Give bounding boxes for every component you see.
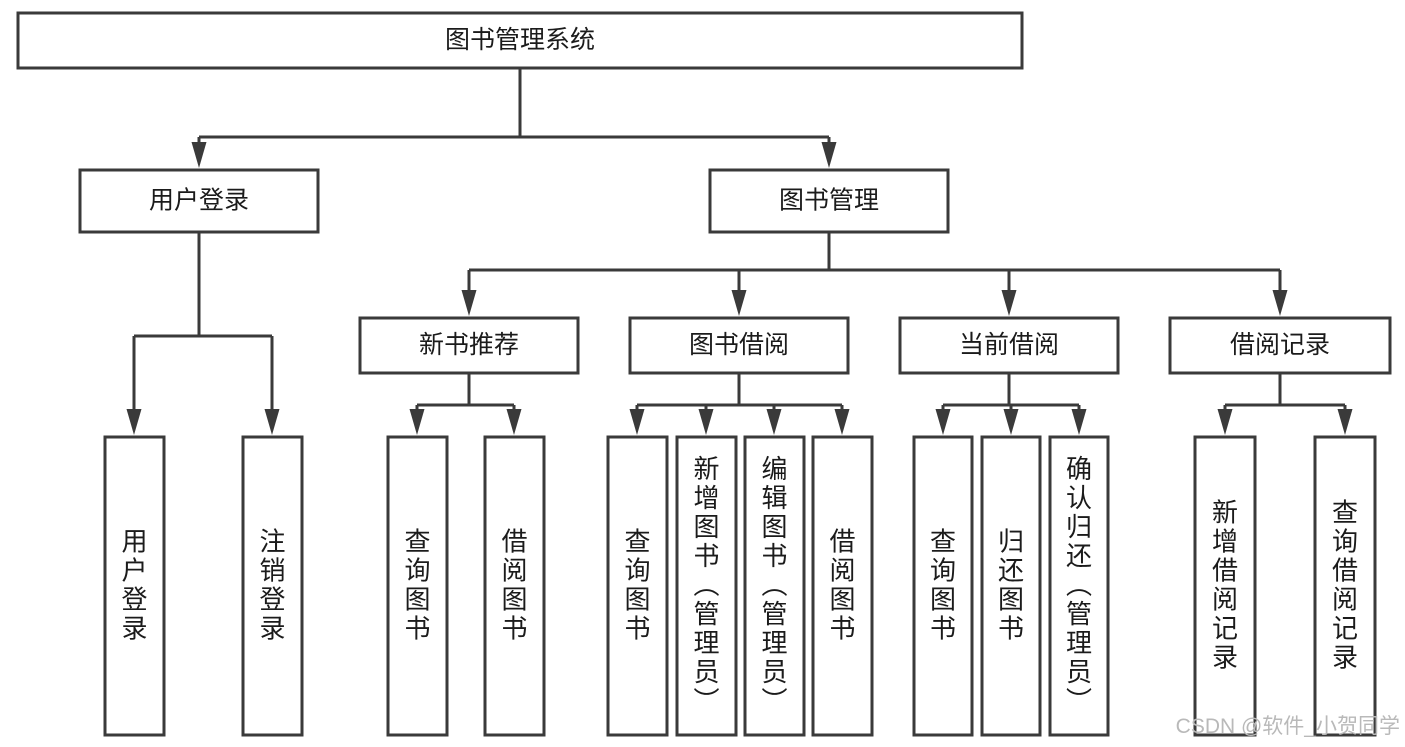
- node-label-leaf-borrow-book: 借阅图书: [829, 527, 855, 644]
- connector-arrow-br-to-leaf1: [1217, 405, 1233, 435]
- node-label-leaf-query-book-current: 查询图书: [930, 527, 956, 644]
- node-label-leaf-confirm-return-admin: 确认归还︵管理员︶: [1066, 454, 1092, 716]
- node-box-leaf-add-book-admin[interactable]: [675, 435, 738, 737]
- node-label-new-book-recommend: 新书推荐: [419, 331, 519, 359]
- node-leaf-add-borrow-record[interactable]: 新增借阅记录: [1193, 435, 1257, 737]
- node-root[interactable]: 图书管理系统: [16, 11, 1024, 70]
- node-leaf-edit-book-admin[interactable]: 编辑图书︵管理员︶: [743, 435, 806, 737]
- node-box-leaf-return-book[interactable]: [980, 435, 1042, 737]
- node-borrow-record[interactable]: 借阅记录: [1168, 316, 1392, 375]
- connector-arrow-br-to-leaf2: [1337, 405, 1353, 435]
- node-label-current-borrow: 当前借阅: [959, 331, 1059, 359]
- node-label-root: 图书管理系统: [445, 26, 595, 54]
- connector-arrow-bb-to-leaf4: [834, 405, 850, 435]
- nodes-layer: 图书管理系统用户登录图书管理新书推荐图书借阅当前借阅借阅记录用户登录注销登录查询…: [16, 11, 1392, 737]
- connector-arrow-bb-to-leaf1: [629, 405, 645, 435]
- watermark-label: CSDN @软件_小贺同学: [1176, 715, 1400, 738]
- node-box-root[interactable]: [16, 11, 1024, 70]
- node-label-leaf-user-logout: 注销登录: [259, 527, 285, 644]
- connector-arrow-cb-to-leaf3: [1071, 405, 1087, 435]
- node-box-book-borrow[interactable]: [628, 316, 850, 375]
- node-book-manage[interactable]: 图书管理: [708, 168, 950, 234]
- node-current-borrow[interactable]: 当前借阅: [898, 316, 1120, 375]
- node-box-current-borrow[interactable]: [898, 316, 1120, 375]
- node-label-leaf-query-book-borrow: 查询图书: [624, 527, 650, 644]
- node-box-borrow-record[interactable]: [1168, 316, 1392, 375]
- connector-arrow-cb-to-leaf2: [1003, 405, 1019, 435]
- connectors-layer: [126, 68, 1353, 435]
- node-new-book-recommend[interactable]: 新书推荐: [358, 316, 580, 375]
- node-label-user-login: 用户登录: [149, 187, 249, 215]
- node-label-book-manage: 图书管理: [779, 187, 879, 215]
- node-box-leaf-query-borrow-record[interactable]: [1313, 435, 1377, 737]
- node-label-leaf-query-borrow-record: 查询借阅记录: [1332, 498, 1358, 673]
- node-leaf-user-logout[interactable]: 注销登录: [241, 435, 304, 737]
- connector-arrow-ul-to-leaf2: [264, 336, 280, 435]
- node-leaf-borrow-book-recommend[interactable]: 借阅图书: [483, 435, 546, 737]
- connector-arrow-bm-to-record: [1272, 270, 1288, 316]
- node-label-borrow-record: 借阅记录: [1230, 331, 1330, 359]
- node-leaf-query-borrow-record[interactable]: 查询借阅记录: [1313, 435, 1377, 737]
- node-box-user-login[interactable]: [78, 168, 320, 234]
- node-leaf-return-book[interactable]: 归还图书: [980, 435, 1042, 737]
- node-label-leaf-user-login: 用户登录: [121, 527, 147, 644]
- node-label-leaf-add-borrow-record: 新增借阅记录: [1212, 498, 1238, 673]
- node-user-login[interactable]: 用户登录: [78, 168, 320, 234]
- connector-arrow-root-to-book-manage: [821, 137, 837, 168]
- node-label-leaf-return-book: 归还图书: [998, 527, 1024, 644]
- connector-arrow-rc-to-leaf1: [409, 405, 425, 435]
- node-leaf-query-book-borrow[interactable]: 查询图书: [606, 435, 669, 737]
- node-box-leaf-query-book-current[interactable]: [912, 435, 974, 737]
- node-book-borrow[interactable]: 图书借阅: [628, 316, 850, 375]
- node-box-leaf-user-logout[interactable]: [241, 435, 304, 737]
- node-leaf-query-book-current[interactable]: 查询图书: [912, 435, 974, 737]
- node-leaf-user-login[interactable]: 用户登录: [103, 435, 166, 737]
- node-label-leaf-edit-book-admin: 编辑图书︵管理员︶: [761, 454, 787, 716]
- node-label-book-borrow: 图书借阅: [689, 331, 789, 359]
- connector-arrow-ul-to-leaf1: [126, 336, 142, 435]
- node-box-leaf-borrow-book-recommend[interactable]: [483, 435, 546, 737]
- connector-arrow-bm-to-borrow: [731, 270, 747, 316]
- node-box-leaf-confirm-return-admin[interactable]: [1048, 435, 1110, 737]
- node-box-leaf-add-borrow-record[interactable]: [1193, 435, 1257, 737]
- connector-arrow-rc-to-leaf2: [506, 405, 522, 435]
- node-label-leaf-query-book-recommend: 查询图书: [404, 527, 430, 644]
- node-leaf-confirm-return-admin[interactable]: 确认归还︵管理员︶: [1048, 435, 1110, 737]
- node-leaf-borrow-book[interactable]: 借阅图书: [811, 435, 874, 737]
- connector-arrow-root-to-user-login: [191, 137, 207, 168]
- node-box-leaf-query-book-recommend[interactable]: [386, 435, 449, 737]
- node-box-book-manage[interactable]: [708, 168, 950, 234]
- connector-arrow-bm-to-recommend: [461, 270, 477, 316]
- node-box-leaf-query-book-borrow[interactable]: [606, 435, 669, 737]
- node-label-leaf-add-book-admin: 新增图书︵管理员︶: [693, 454, 719, 716]
- node-leaf-add-book-admin[interactable]: 新增图书︵管理员︶: [675, 435, 738, 737]
- connector-arrow-bb-to-leaf3: [766, 405, 782, 435]
- node-box-leaf-edit-book-admin[interactable]: [743, 435, 806, 737]
- node-box-leaf-borrow-book[interactable]: [811, 435, 874, 737]
- node-label-leaf-borrow-book-recommend: 借阅图书: [501, 527, 527, 644]
- node-box-leaf-user-login[interactable]: [103, 435, 166, 737]
- connector-arrow-bm-to-current: [1001, 270, 1017, 316]
- connector-arrow-bb-to-leaf2: [698, 405, 714, 435]
- node-box-new-book-recommend[interactable]: [358, 316, 580, 375]
- node-leaf-query-book-recommend[interactable]: 查询图书: [386, 435, 449, 737]
- connector-arrow-cb-to-leaf1: [935, 405, 951, 435]
